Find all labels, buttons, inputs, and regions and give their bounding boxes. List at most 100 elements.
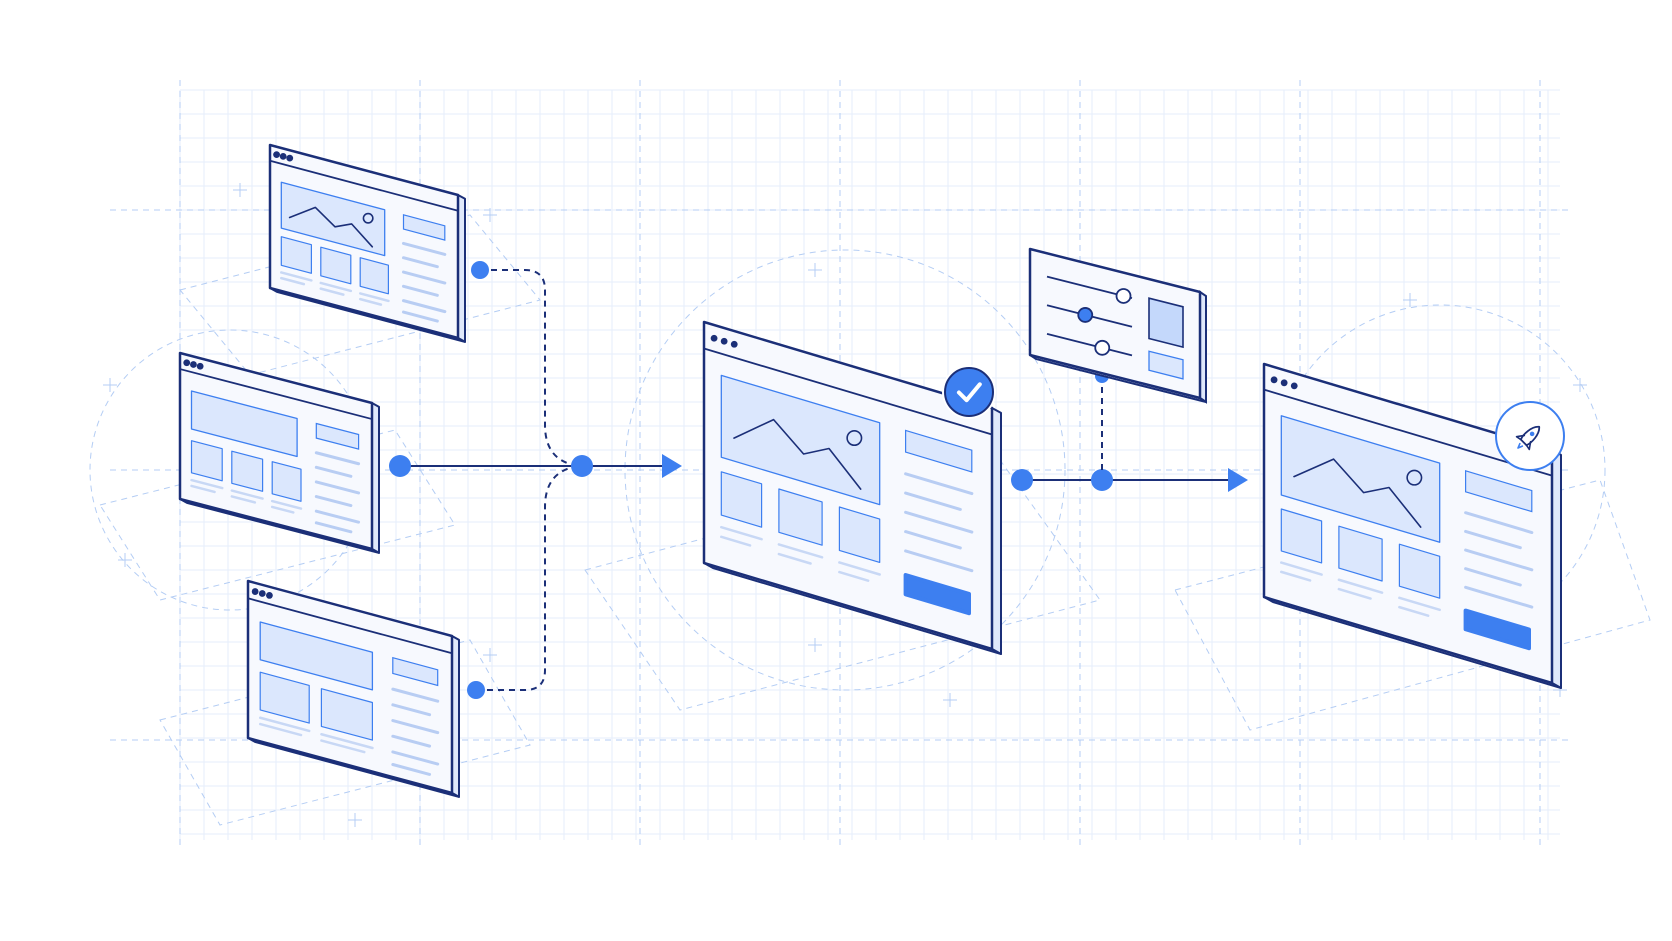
window-control-dot bbox=[720, 337, 728, 345]
output-window bbox=[1262, 362, 1562, 689]
window-control-dot bbox=[1290, 382, 1298, 390]
content-card bbox=[259, 671, 310, 724]
caption-line bbox=[270, 505, 295, 514]
caption-line bbox=[1398, 605, 1430, 617]
window-control-dot bbox=[1280, 379, 1288, 387]
mountain-icon bbox=[1293, 458, 1422, 528]
content-card bbox=[320, 246, 352, 285]
badge-disc bbox=[944, 367, 994, 417]
content-card bbox=[231, 450, 264, 492]
window-side-face bbox=[991, 407, 1002, 655]
connector-node bbox=[467, 681, 485, 699]
text-line bbox=[1464, 529, 1522, 550]
windows bbox=[178, 143, 1565, 798]
connectors bbox=[389, 261, 1248, 699]
caption-line bbox=[838, 570, 870, 582]
text-line bbox=[904, 491, 962, 511]
image-placeholder bbox=[1280, 415, 1441, 543]
content-card bbox=[271, 461, 302, 502]
content-card bbox=[320, 688, 373, 741]
caption-line bbox=[320, 739, 366, 754]
window-titlebar bbox=[269, 159, 459, 212]
content-card bbox=[190, 440, 223, 482]
text-line bbox=[391, 687, 440, 703]
text-line bbox=[314, 465, 353, 478]
sidebar-header bbox=[904, 429, 973, 473]
banner-placeholder bbox=[259, 621, 374, 691]
text-line bbox=[401, 284, 439, 297]
sidebar-header bbox=[1464, 469, 1533, 513]
slider-knob bbox=[1094, 339, 1111, 356]
input-window-top bbox=[268, 143, 466, 343]
caption-line bbox=[230, 489, 264, 500]
caption-line bbox=[777, 552, 812, 565]
caption-line bbox=[190, 484, 216, 494]
text-line bbox=[314, 509, 361, 524]
input-window-middle bbox=[178, 351, 380, 554]
content-card bbox=[778, 488, 823, 546]
window-control-dot bbox=[1270, 376, 1278, 384]
content-card bbox=[1398, 543, 1441, 599]
input-window-bottom bbox=[246, 579, 460, 798]
check-icon bbox=[956, 382, 982, 403]
text-line bbox=[401, 310, 439, 323]
caption-line bbox=[777, 543, 824, 559]
sidebar-header bbox=[392, 656, 439, 687]
text-line bbox=[1464, 567, 1522, 587]
caption-line bbox=[358, 292, 390, 303]
window-titlebar bbox=[1263, 388, 1553, 477]
badge-disc bbox=[1495, 401, 1565, 471]
content-card bbox=[1280, 508, 1323, 564]
content-card bbox=[720, 471, 763, 528]
rocket-fins bbox=[1515, 434, 1532, 451]
text-line bbox=[401, 241, 447, 256]
caption-line bbox=[1280, 561, 1323, 576]
sun-icon bbox=[362, 212, 374, 224]
mountain-icon bbox=[733, 418, 862, 490]
check-badge bbox=[942, 365, 996, 419]
settings-junction-node bbox=[1091, 469, 1113, 491]
connector-node bbox=[1011, 469, 1033, 491]
banner-placeholder bbox=[190, 390, 298, 458]
caption-line bbox=[358, 297, 383, 306]
text-line bbox=[401, 256, 439, 269]
window-control-dot bbox=[286, 154, 294, 162]
window-titlebar bbox=[247, 597, 453, 655]
window-titlebar bbox=[703, 347, 993, 436]
caption-line bbox=[720, 525, 763, 541]
text-line bbox=[314, 480, 361, 495]
caption-line bbox=[190, 478, 224, 490]
sun-icon bbox=[1406, 469, 1423, 486]
rocket-window bbox=[1529, 431, 1535, 437]
caption-line bbox=[280, 271, 313, 282]
content-card bbox=[359, 257, 389, 295]
text-line bbox=[401, 270, 447, 285]
text-line bbox=[904, 472, 974, 496]
text-line bbox=[391, 762, 432, 776]
text-line bbox=[904, 530, 962, 550]
caption-line bbox=[1280, 570, 1312, 582]
window-control-dot bbox=[710, 334, 718, 342]
primary-button bbox=[903, 573, 971, 616]
settings-panel bbox=[1028, 247, 1207, 404]
slider-track bbox=[1046, 332, 1133, 357]
caption-line bbox=[320, 733, 374, 750]
window-control-dot bbox=[183, 359, 191, 367]
window-control-dot bbox=[258, 590, 266, 597]
window-side-face bbox=[1551, 449, 1562, 689]
text-line bbox=[904, 549, 974, 573]
caption-line bbox=[1398, 596, 1441, 612]
text-line bbox=[1464, 511, 1534, 535]
connector-bottom-input-to-merge bbox=[476, 465, 581, 691]
sun-icon bbox=[846, 430, 863, 447]
window-control-dot bbox=[266, 592, 273, 599]
guide-circle bbox=[624, 249, 1066, 691]
text-line bbox=[314, 495, 353, 508]
caption-line bbox=[270, 499, 303, 510]
image-placeholder bbox=[280, 181, 386, 257]
image-placeholder bbox=[720, 374, 881, 506]
text-line bbox=[1464, 585, 1534, 609]
text-line bbox=[904, 510, 974, 534]
